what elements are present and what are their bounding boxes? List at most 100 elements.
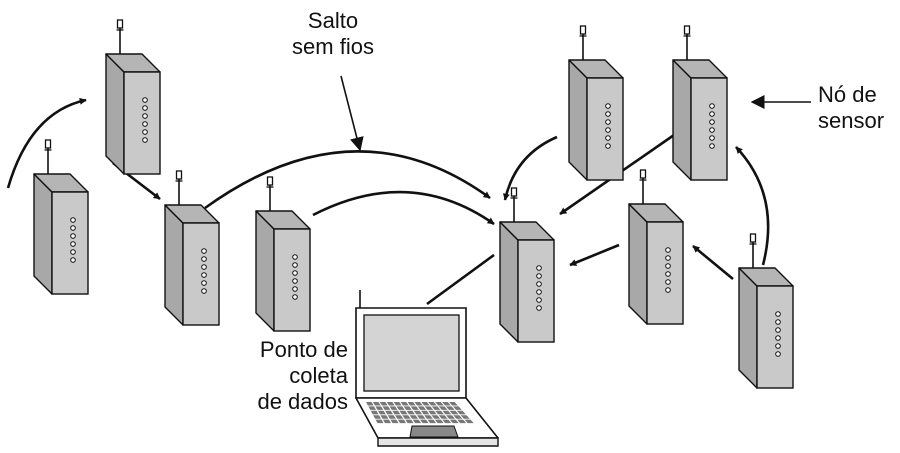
key xyxy=(399,410,408,415)
key xyxy=(449,410,459,415)
key xyxy=(438,406,448,410)
node-front-face xyxy=(756,285,794,389)
status-led xyxy=(665,287,671,293)
key xyxy=(390,419,399,424)
node-6 xyxy=(672,25,728,181)
key xyxy=(370,410,379,415)
status-led xyxy=(775,343,781,349)
key xyxy=(389,406,398,410)
key xyxy=(427,419,437,424)
antenna-tip xyxy=(266,176,274,186)
sensor-node-label-line1: Nó de xyxy=(818,82,877,107)
key xyxy=(446,415,455,419)
key xyxy=(407,402,416,406)
node-front-face xyxy=(123,71,161,175)
key xyxy=(383,419,392,424)
status-led xyxy=(142,105,148,111)
key xyxy=(385,410,394,415)
key xyxy=(402,415,411,419)
key xyxy=(375,419,384,424)
node-8 xyxy=(628,169,684,325)
status-led xyxy=(605,127,611,133)
node-front-face xyxy=(690,77,728,181)
key xyxy=(434,419,444,424)
status-led xyxy=(201,280,207,286)
key xyxy=(435,410,444,415)
hop-node-8-to-node-7 xyxy=(569,243,620,267)
laptop-base-edge xyxy=(377,437,499,447)
status-led xyxy=(536,273,542,279)
status-led xyxy=(201,288,207,294)
key xyxy=(375,406,384,410)
key xyxy=(387,415,396,419)
key xyxy=(442,410,452,415)
node-side-face xyxy=(738,267,758,389)
node-side-face xyxy=(628,203,648,325)
node-1 xyxy=(33,139,89,295)
key xyxy=(397,419,407,424)
status-led xyxy=(709,135,715,141)
hop-node-9-to-node-8 xyxy=(692,244,734,281)
laptop-link xyxy=(426,253,495,306)
node-front-face xyxy=(273,228,311,332)
node-side-face xyxy=(568,59,588,181)
status-led xyxy=(201,272,207,278)
hop-node-3-to-node-7 xyxy=(204,150,491,210)
sensor-nodes xyxy=(33,19,794,389)
status-led xyxy=(709,103,715,109)
status-led xyxy=(605,111,611,117)
hop-node-9-to-node-6 xyxy=(735,146,770,266)
status-led xyxy=(665,247,671,253)
status-led xyxy=(775,319,781,325)
key xyxy=(366,402,374,406)
hop-node-4-to-node-7 xyxy=(312,190,495,226)
key xyxy=(453,415,463,419)
key xyxy=(449,419,459,424)
wireless-hop-label-line1: Salto xyxy=(307,8,359,33)
collection-point-label-line3: de dados xyxy=(257,389,348,414)
status-led xyxy=(605,143,611,149)
antenna-tip xyxy=(749,233,757,243)
status-led xyxy=(536,281,542,287)
node-side-face xyxy=(33,173,53,295)
status-led xyxy=(775,327,781,333)
key xyxy=(382,406,391,410)
key xyxy=(431,406,441,410)
status-led xyxy=(665,263,671,269)
status-led xyxy=(605,119,611,125)
status-led xyxy=(536,297,542,303)
hop-node-5-to-node-7 xyxy=(502,135,558,201)
status-led xyxy=(201,256,207,262)
node-side-face xyxy=(164,204,184,326)
collection-point-label: Ponto de coleta de dados xyxy=(208,337,348,415)
node-front-face xyxy=(517,239,555,343)
key xyxy=(424,415,433,419)
laptop-keyboard xyxy=(366,402,474,424)
status-led xyxy=(70,225,76,231)
collection-point-label-line1: Ponto de xyxy=(259,337,348,362)
key xyxy=(442,419,452,424)
antenna-tip xyxy=(44,139,52,149)
key xyxy=(428,402,437,406)
status-led xyxy=(536,305,542,311)
status-led xyxy=(70,233,76,239)
node-2 xyxy=(105,19,161,175)
key xyxy=(413,410,423,415)
node-front-face xyxy=(182,222,220,326)
key xyxy=(420,410,430,415)
status-led xyxy=(292,262,298,268)
key xyxy=(380,415,389,419)
laptop-trackpad xyxy=(409,425,459,438)
node-side-face xyxy=(255,210,275,332)
sensor-node-label-line2: sensor xyxy=(818,108,885,133)
key xyxy=(431,415,441,419)
status-led xyxy=(709,119,715,125)
status-led xyxy=(201,248,207,254)
key xyxy=(377,410,386,415)
key xyxy=(414,402,423,406)
key xyxy=(373,415,382,419)
status-led xyxy=(70,249,76,255)
key xyxy=(445,406,455,410)
status-led xyxy=(536,265,542,271)
status-led xyxy=(536,289,542,295)
